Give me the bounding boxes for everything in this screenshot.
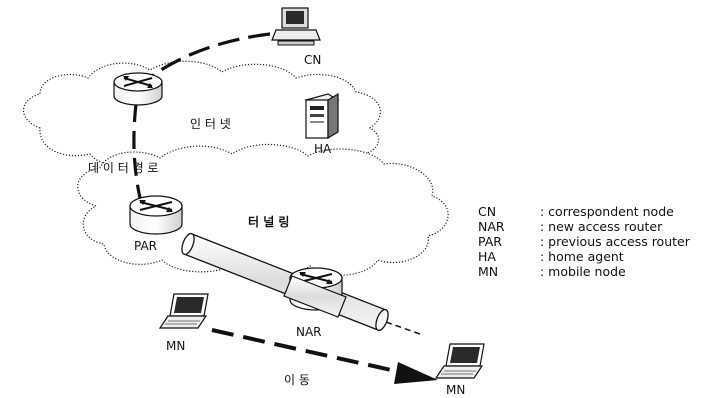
access-cloud xyxy=(77,143,449,277)
legend: CN : correspondent node NAR : new access… xyxy=(478,204,691,279)
legend-abbr-par: PAR xyxy=(478,234,502,249)
ha-server-icon xyxy=(304,92,340,140)
movement-arrow xyxy=(211,328,438,384)
legend-desc-ha: : home agent xyxy=(540,249,624,264)
legend-desc-par: : previous access router xyxy=(540,234,691,249)
mn-new-laptop-icon xyxy=(434,343,485,379)
movement-label: 이 동 xyxy=(284,373,310,387)
cn-label: CN xyxy=(304,53,321,67)
data-path-line xyxy=(151,32,271,78)
par-router-icon xyxy=(129,195,183,235)
mn-old-label: MN xyxy=(166,339,185,353)
data-path-line-vertical xyxy=(132,103,142,199)
internet-cloud xyxy=(23,60,381,171)
mn-new-label: MN xyxy=(446,383,465,397)
legend-desc-mn: : mobile node xyxy=(540,264,626,279)
tunneling-label: 터 널 링 xyxy=(248,214,289,229)
legend-desc-nar: : new access router xyxy=(540,219,663,234)
mn-old-laptop-icon xyxy=(158,293,209,329)
data-path-label: 데 이 터 경 로 xyxy=(88,161,158,175)
ha-label: HA xyxy=(314,142,332,156)
legend-abbr-mn: MN xyxy=(478,264,498,279)
legend-abbr-ha: HA xyxy=(478,249,496,264)
legend-abbr-cn: CN xyxy=(478,204,496,219)
internet-router-icon xyxy=(113,72,163,106)
legend-desc-cn: : correspondent node xyxy=(540,204,674,219)
legend-abbr-nar: NAR xyxy=(478,219,505,234)
nar-label: NAR xyxy=(296,325,322,339)
par-label: PAR xyxy=(134,239,157,253)
cn-computer-icon xyxy=(271,7,321,46)
internet-label: 인 터 넷 xyxy=(190,117,231,131)
